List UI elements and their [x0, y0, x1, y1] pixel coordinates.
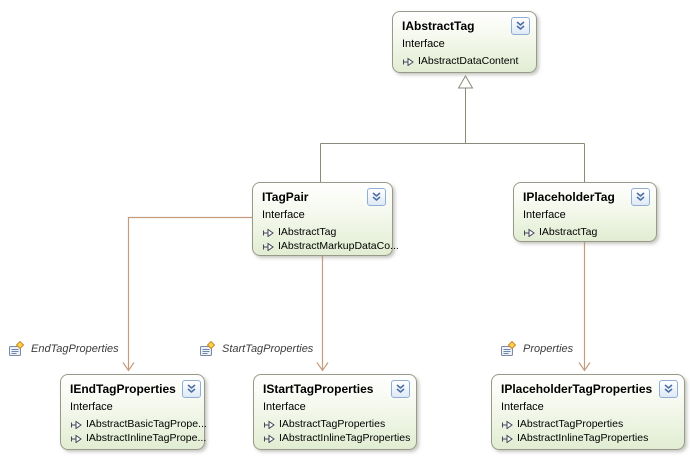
inherits-arrow-icon — [71, 434, 82, 443]
member-label: IAbstractTagProperties — [279, 418, 386, 430]
collapse-button[interactable] — [391, 380, 410, 398]
interface-node-iplaceholdertagproperties[interactable]: IPlaceholderTagProperties Interface IAbs… — [491, 374, 685, 450]
member-label: IAbstractTagProperties — [517, 418, 624, 430]
node-stereotype: Interface — [70, 401, 113, 413]
collapse-button[interactable] — [659, 380, 678, 398]
member-row[interactable]: IAbstractBasicTagPrope... — [70, 417, 207, 431]
inherits-arrow-icon — [502, 434, 513, 443]
inherits-arrow-icon — [502, 420, 513, 429]
node-stereotype: Interface — [262, 209, 305, 221]
inherits-arrow-icon — [264, 434, 275, 443]
property-icon — [200, 341, 215, 356]
interface-node-iendtagproperties[interactable]: IEndTagProperties Interface IAbstractBas… — [60, 374, 207, 450]
association-label-text: StartTagProperties — [222, 343, 314, 355]
inheritance-connector — [320, 75, 585, 182]
interface-node-iabstracttag[interactable]: IAbstractTag Interface IAbstractDataCont… — [392, 11, 537, 73]
property-icon — [9, 341, 24, 356]
member-row[interactable]: IAbstractInlineTagPrope... — [70, 431, 206, 445]
node-stereotype: Interface — [402, 38, 445, 50]
inherits-arrow-icon — [71, 420, 82, 429]
association-starttagproperties-connector — [316, 256, 329, 372]
member-label: IAbstractInlineTagProperties — [279, 432, 411, 444]
double-chevron-down-icon — [396, 384, 405, 394]
inherits-arrow-icon — [403, 57, 414, 66]
member-label: IAbstractInlineTagProperties — [517, 432, 649, 444]
double-chevron-down-icon — [516, 21, 525, 31]
double-chevron-down-icon — [187, 384, 196, 394]
interface-node-iplaceholdertag[interactable]: IPlaceholderTag Interface IAbstractTag — [513, 182, 657, 242]
association-label-text: EndTagProperties — [31, 343, 119, 355]
inherits-arrow-icon — [264, 420, 275, 429]
node-title: IAbstractTag — [402, 19, 475, 33]
node-stereotype: Interface — [263, 401, 306, 413]
member-row[interactable]: IAbstractInlineTagProperties — [501, 431, 678, 445]
node-stereotype: Interface — [501, 401, 544, 413]
member-label: IAbstractDataContent — [418, 55, 519, 67]
double-chevron-down-icon — [372, 192, 381, 202]
association-label-properties: Properties — [500, 341, 573, 357]
node-stereotype: Interface — [523, 209, 566, 221]
inherits-arrow-icon — [263, 228, 274, 237]
double-chevron-down-icon — [664, 384, 673, 394]
member-row[interactable]: IAbstractDataContent — [402, 54, 530, 68]
member-row[interactable]: IAbstractInlineTagProperties — [263, 431, 410, 445]
association-label-endtagproperties: EndTagProperties — [8, 341, 119, 357]
interface-node-itagpair[interactable]: ITagPair Interface IAbstractTag IAbstrac… — [252, 182, 399, 256]
member-label: IAbstractTag — [278, 226, 337, 238]
member-row[interactable]: IAbstractTagProperties — [263, 417, 410, 431]
collapse-button[interactable] — [631, 188, 650, 206]
member-row[interactable]: IAbstractTagProperties — [501, 417, 678, 431]
member-row[interactable]: IAbstractTag — [262, 225, 386, 239]
node-title: ITagPair — [262, 190, 309, 204]
interface-node-istarttagproperties[interactable]: IStartTagProperties Interface IAbstractT… — [253, 374, 417, 450]
association-label-text: Properties — [523, 343, 574, 355]
member-row[interactable]: IAbstractTag — [523, 225, 650, 239]
inherits-arrow-icon — [524, 228, 535, 237]
association-properties-connector — [578, 242, 591, 372]
collapse-button[interactable] — [511, 17, 530, 35]
collapse-button[interactable] — [181, 380, 201, 398]
property-icon — [501, 341, 516, 356]
node-title: IPlaceholderTagProperties — [501, 382, 653, 396]
member-row[interactable]: IAbstractMarkupDataCo... — [262, 239, 399, 253]
member-label: IAbstractBasicTagPrope... — [86, 418, 207, 430]
association-label-starttagproperties: StartTagProperties — [199, 341, 313, 357]
member-label: IAbstractMarkupDataCo... — [278, 240, 399, 252]
member-label: IAbstractInlineTagPrope... — [86, 432, 207, 444]
association-endtagproperties-connector — [122, 216, 252, 372]
node-title: IPlaceholderTag — [523, 190, 615, 204]
member-label: IAbstractTag — [539, 226, 598, 238]
double-chevron-down-icon — [636, 192, 645, 202]
inherits-arrow-icon — [263, 242, 274, 251]
collapse-button[interactable] — [367, 188, 386, 206]
node-title: IStartTagProperties — [263, 382, 374, 396]
node-title: IEndTagProperties — [70, 382, 176, 396]
